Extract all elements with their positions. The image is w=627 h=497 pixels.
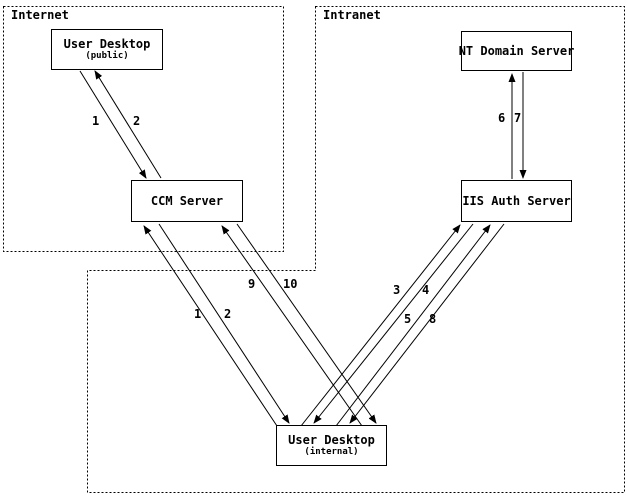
edge-9-user-desktop-internal-to-ccm-server [221,225,363,427]
edge-label-ccm-2: 2 [224,307,232,321]
edge-label-ccm-10: 10 [283,277,298,291]
edge-5-user-desktop-internal-to-iis-auth-server [335,224,491,427]
edge-label-internet-1: 1 [92,114,100,128]
node-user-desktop-public: User Desktop (public) [51,29,163,70]
node-nt-domain-server-title: NT Domain Server [458,43,575,58]
edge-label-iis-8: 8 [429,312,437,326]
edge-2-ccm-server-to-user-desktop-public [94,70,162,179]
edge-label-iis-5: 5 [404,312,412,326]
zone-border-internet [3,6,284,252]
zone-border-intranet [87,6,625,493]
edge-3-user-desktop-internal-to-iis-auth-server [300,224,461,427]
node-user-desktop-internal-title: User Desktop [288,432,375,447]
zone-label-intranet: Intranet [322,8,382,22]
node-ccm-server: CCM Server [131,180,243,222]
edge-1-user-desktop-public-to-ccm-server [79,70,147,179]
edge-4-iis-auth-server-to-user-desktop-internal [313,223,474,424]
edge-label-ccm-1: 1 [194,307,202,321]
edge-8-iis-auth-server-to-user-desktop-internal [349,223,505,424]
edge-label-ccm-9: 9 [248,277,256,291]
node-user-desktop-internal: User Desktop (internal) [276,425,387,466]
node-user-desktop-public-subtitle: (public) [85,50,129,61]
edge-label-iis-3: 3 [393,283,401,297]
node-ccm-server-title: CCM Server [150,193,224,208]
edge-label-internet-2: 2 [133,114,141,128]
node-iis-auth-server-title: IIS Auth Server [462,193,571,208]
edge-label-iis-4: 4 [422,283,430,297]
edge-2-ccm-server-to-user-desktop-internal [158,223,290,424]
edge-label-nt-7: 7 [514,111,522,125]
edge-10-ccm-server-to-user-desktop-internal [236,223,377,424]
zone-label-internet: Internet [10,8,70,22]
edge-1-user-desktop-internal-to-ccm-server [143,225,278,427]
node-user-desktop-internal-subtitle: (internal) [304,446,359,457]
edge-label-nt-6: 6 [498,111,506,125]
node-iis-auth-server: IIS Auth Server [461,180,572,222]
node-user-desktop-public-title: User Desktop [63,36,151,51]
node-nt-domain-server: NT Domain Server [458,31,575,71]
